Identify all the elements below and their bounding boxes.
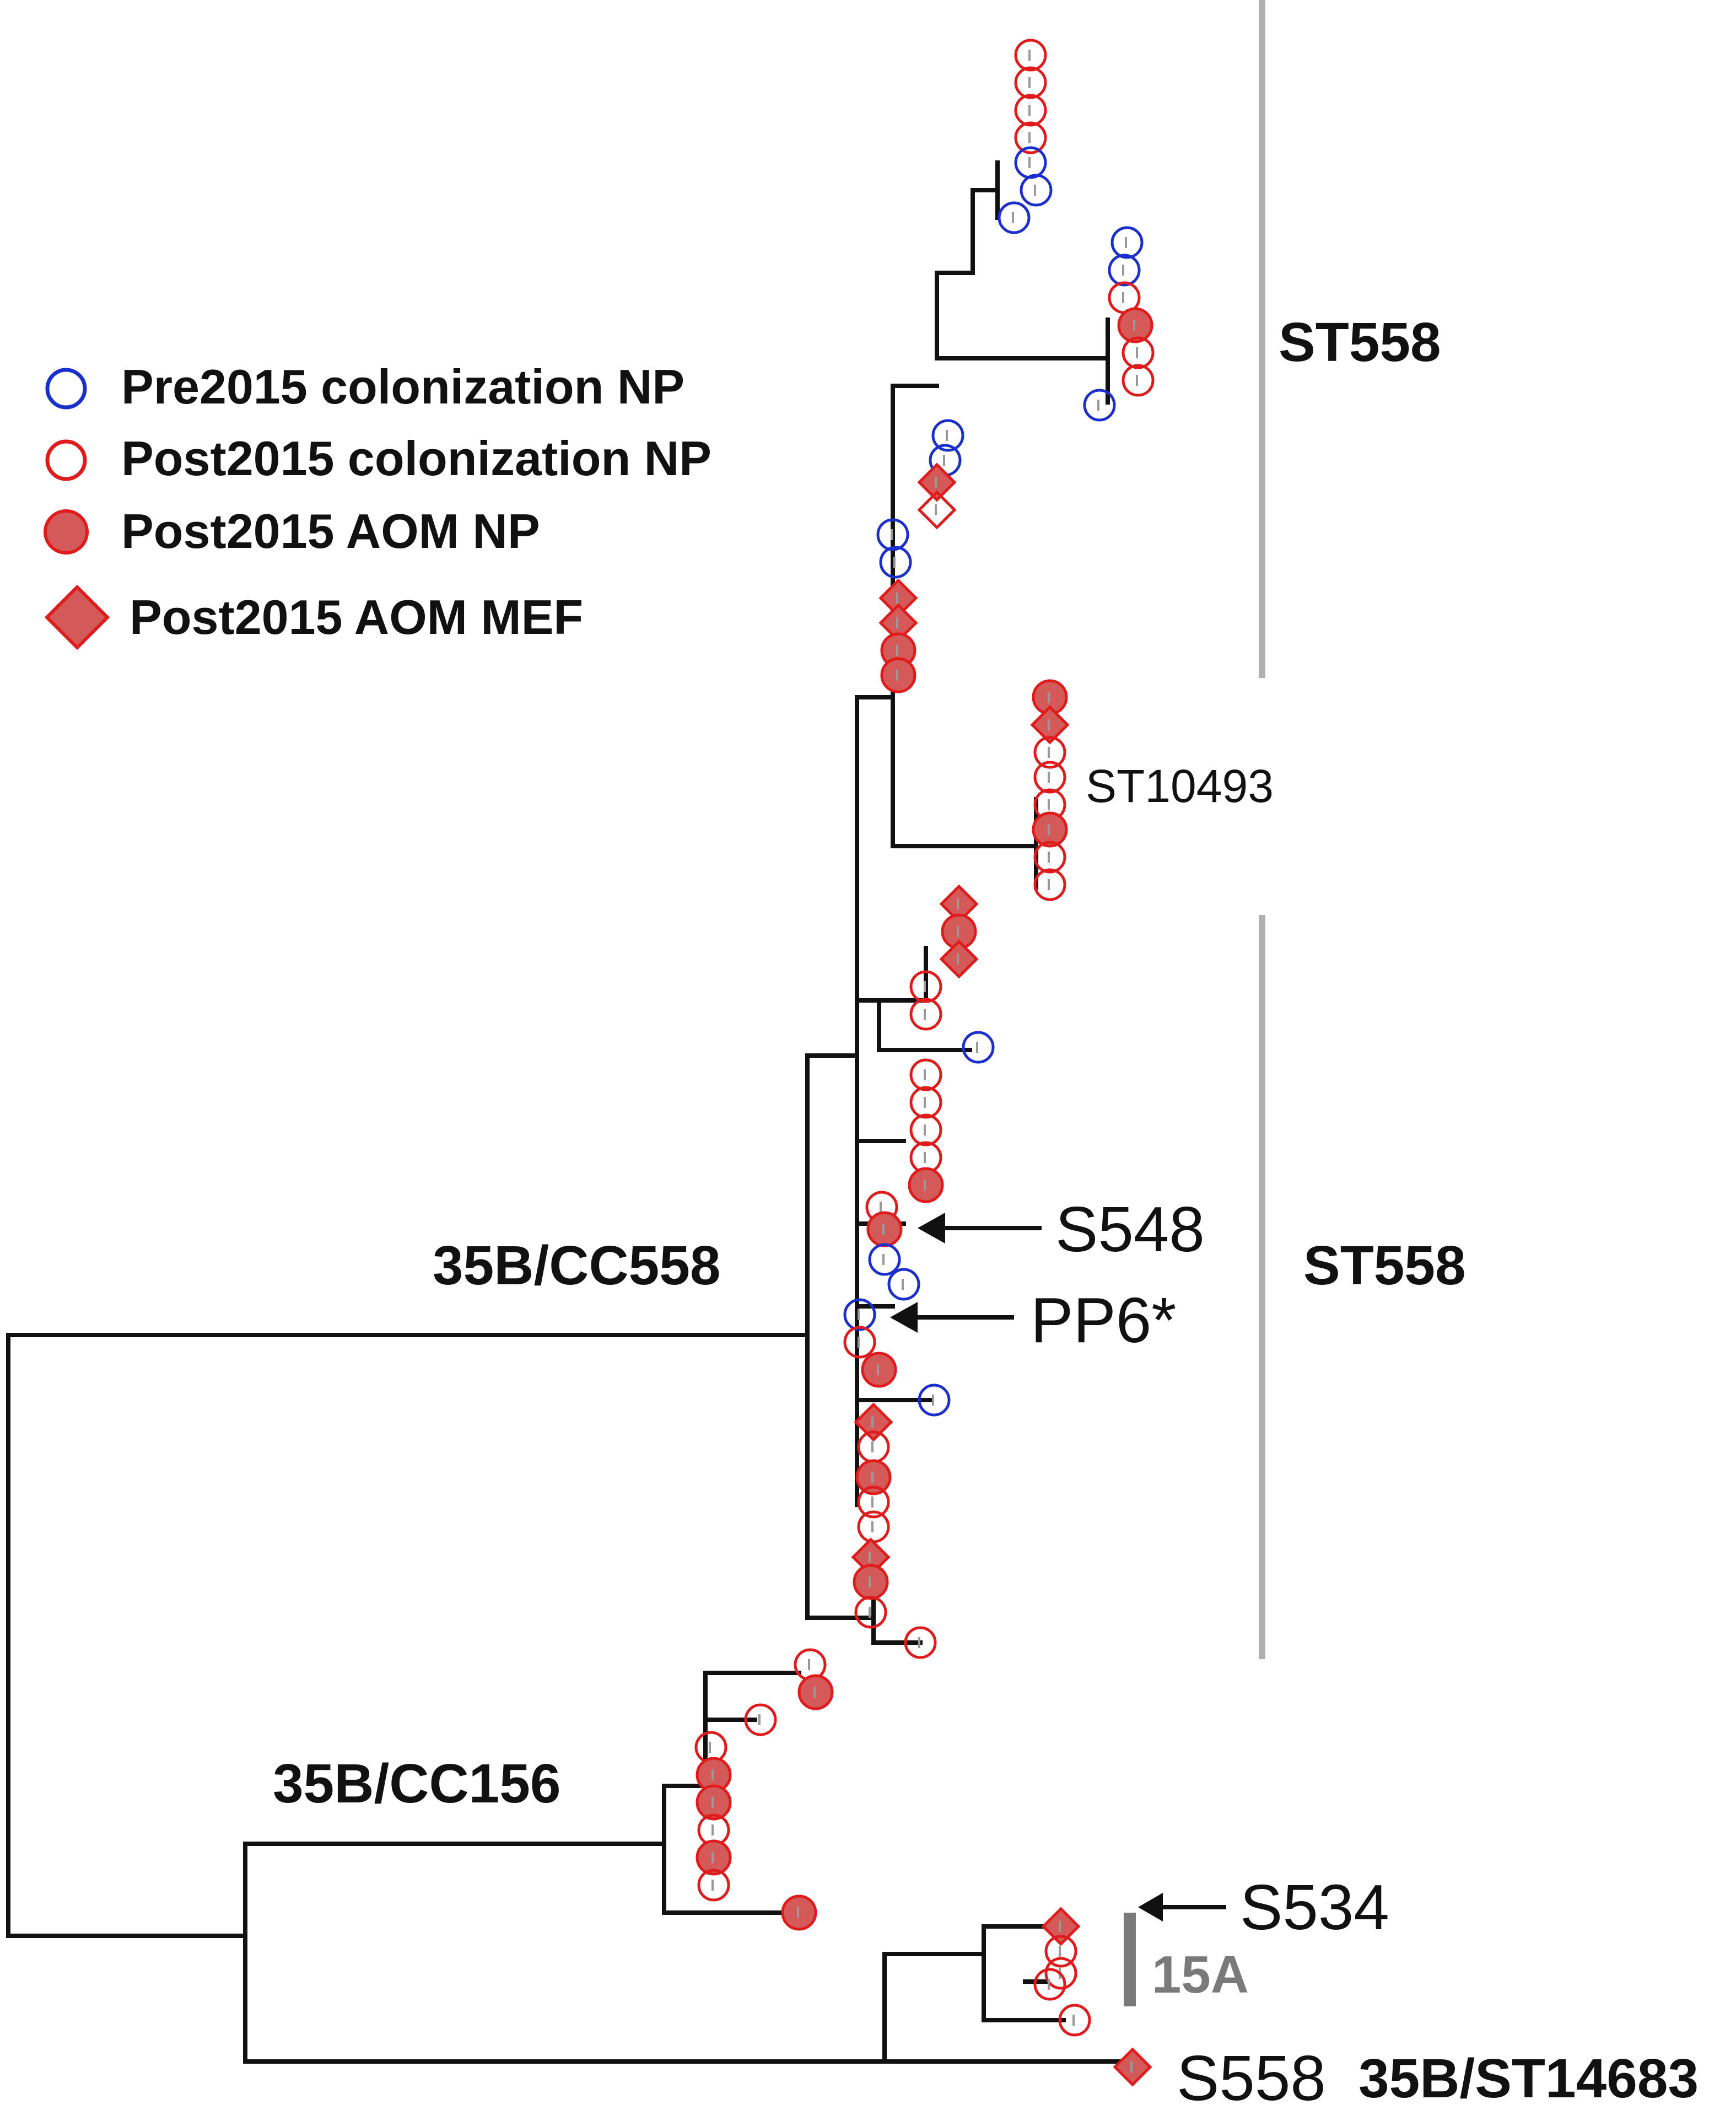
pre2015-colonization-tip [868, 1243, 901, 1276]
post2015-colonization-tip [909, 970, 942, 1003]
tree-branches [6, 160, 1129, 2064]
clade-label-st558-top: ST558 [1279, 311, 1441, 373]
post2015-colonization-tip [1033, 761, 1066, 794]
pre2015-colonization-tip [876, 518, 909, 551]
clade-label-st558-mid: ST558 [1303, 1235, 1466, 1296]
arrow-s548 [918, 1213, 1042, 1244]
serotype-label-15a: 15A [1152, 1945, 1249, 2004]
pre2015-colonization-tip [843, 1298, 876, 1331]
post2015-colonization-tip [1122, 336, 1155, 369]
pre2015-colonization-tip [1020, 174, 1053, 207]
pre2015-colonization-tip [931, 419, 964, 452]
pre2015-colonization-tip [962, 1031, 995, 1064]
clade-label-cc558: 35B/CC558 [433, 1235, 721, 1296]
pre2015-colonization-tip [1083, 389, 1116, 422]
pre2015-colonization-tip [879, 546, 912, 579]
clade-label-cc156: 35B/CC156 [273, 1753, 561, 1815]
legend-label: Post2015 AOM NP [121, 504, 540, 558]
open-diamond-tip [917, 490, 957, 530]
arrows [890, 1213, 1226, 1921]
legend-item-pre2015-colonization: Pre2015 colonization NP [45, 359, 684, 414]
post2015-colonization-tip [1014, 94, 1047, 127]
post2015-colonization-tip [1033, 841, 1066, 874]
legend-item-post2015-aom-mef: Post2015 AOM MEF [44, 584, 583, 650]
pre2015-colonization-tip [1110, 226, 1144, 259]
post2015-colonization-tip [1014, 121, 1047, 154]
post2015-colonization-tip [904, 1626, 937, 1659]
post2015-colonization-tip [1033, 868, 1066, 901]
post2015-colonization-tip [1014, 66, 1047, 99]
pre2015-colonization-tip [998, 201, 1031, 234]
post2015-colonization-tip [1044, 1935, 1077, 1968]
post2015-colonization-tip [697, 1869, 730, 1902]
post2015-colonization-tip [843, 1326, 876, 1359]
post2015-colonization-tip [854, 1596, 887, 1629]
open-circle-blue-icon [45, 368, 87, 410]
post2015-colonization-tip [909, 1113, 942, 1146]
pre2015-colonization-tip [887, 1268, 920, 1301]
post2015-colonization-tip [909, 998, 942, 1031]
arrow-s534 [1138, 1893, 1226, 1921]
legend-item-post2015-colonization: Post2015 colonization NP [45, 431, 711, 486]
legend: Pre2015 colonization NP Post2015 coloniz… [44, 359, 711, 650]
tree-tips [694, 39, 1155, 2087]
pre2015-colonization-tip [918, 1384, 951, 1417]
strain-label-s558: S558 [1177, 2042, 1326, 2110]
post2015-colonization-tip [1122, 364, 1155, 397]
clade-label-st14683: 35B/ST14683 [1358, 2048, 1699, 2109]
post2015-colonization-tip [744, 1703, 777, 1736]
post2015-colonization-tip [909, 1086, 942, 1119]
strain-label-s534: S534 [1240, 1871, 1389, 1943]
legend-label: Post2015 AOM MEF [130, 590, 583, 644]
filled-diamond-red-icon [44, 584, 110, 650]
post2015-colonization-tip [1044, 1957, 1077, 1990]
post2015-colonization-tip [909, 1058, 942, 1091]
filled-circle-red-icon [44, 509, 89, 555]
post2015-colonization-tip [1014, 39, 1047, 72]
legend-label: Pre2015 colonization NP [121, 359, 684, 414]
legend-item-post2015-aom-np: Post2015 AOM NP [44, 504, 540, 558]
clade-label-st10493: ST10493 [1086, 760, 1274, 812]
post2015-colonization-tip [1058, 2004, 1091, 2037]
post2015-colonization-tip [1033, 1968, 1066, 2001]
strain-label-pp6: PP6* [1031, 1284, 1176, 1356]
open-circle-red-icon [45, 439, 87, 481]
post2015-colonization-tip [857, 1485, 890, 1519]
post2015-colonization-tip [1033, 736, 1066, 769]
strain-label-s548: S548 [1055, 1193, 1205, 1265]
arrow-pp6 [890, 1302, 1014, 1333]
legend-label: Post2015 colonization NP [121, 431, 711, 486]
pre2015-colonization-tip [1108, 254, 1141, 287]
